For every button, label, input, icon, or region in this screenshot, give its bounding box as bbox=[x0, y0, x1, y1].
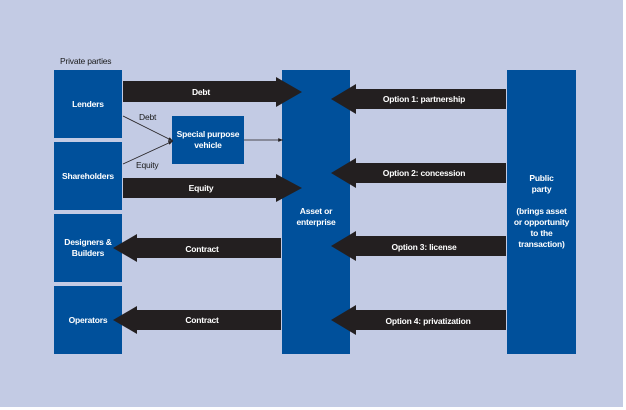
designers-builders-box: Designers & Builders bbox=[54, 214, 122, 282]
spv-equity-line bbox=[122, 140, 174, 165]
equity-arrow bbox=[123, 174, 302, 202]
spv-debt-label: Debt bbox=[139, 112, 157, 122]
option3-arrow-label: Option 3: license bbox=[391, 242, 457, 252]
option4-arrow-label: Option 4: privatization bbox=[385, 316, 470, 326]
lenders-label: Lenders bbox=[72, 98, 104, 109]
public-party-sub-line2: or opportunity bbox=[513, 217, 570, 227]
equity-arrow-label: Equity bbox=[189, 183, 214, 193]
contract-designers-arrow-label: Contract bbox=[185, 244, 219, 254]
designers-builders-label-line2: Builders bbox=[71, 248, 105, 258]
public-party-label-line1: Public bbox=[529, 173, 554, 183]
spv-label-line2: vehicle bbox=[194, 140, 222, 150]
asset-box: Asset or enterprise bbox=[282, 70, 350, 354]
option4-arrow bbox=[331, 305, 506, 335]
asset-label-line1: Asset or bbox=[299, 206, 333, 216]
public-party-sub-line3: to the bbox=[530, 228, 553, 238]
option1-arrow bbox=[331, 84, 506, 114]
public-party-label-line2: party bbox=[531, 184, 552, 194]
contract-operators-arrow-label: Contract bbox=[185, 315, 219, 325]
spv-label-line1: Special purpose bbox=[176, 129, 240, 139]
lenders-box: Lenders bbox=[54, 70, 122, 138]
contract-operators-arrow bbox=[113, 306, 281, 334]
public-party-sub-line1: (brings asset bbox=[516, 206, 567, 216]
asset-label-line2: enterprise bbox=[296, 217, 336, 227]
option3-arrow bbox=[331, 231, 506, 261]
shareholders-label: Shareholders bbox=[62, 170, 114, 181]
debt-arrow-label: Debt bbox=[192, 87, 210, 97]
option1-arrow-label: Option 1: partnership bbox=[383, 94, 465, 104]
option2-arrow bbox=[331, 158, 506, 188]
option2-arrow-label: Option 2: concession bbox=[383, 168, 465, 178]
public-party-box: Public party (brings asset or opportunit… bbox=[507, 70, 576, 354]
debt-arrow bbox=[123, 77, 302, 107]
spv-debt-line bbox=[122, 115, 174, 142]
shareholders-box: Shareholders bbox=[54, 142, 122, 210]
spv-box: Special purpose vehicle bbox=[172, 116, 244, 164]
public-party-sub-line4: transaction) bbox=[518, 239, 565, 249]
operators-box: Operators bbox=[54, 286, 122, 354]
private-parties-label: Private parties bbox=[60, 56, 112, 66]
contract-designers-arrow bbox=[113, 234, 281, 262]
designers-builders-label-line1: Designers & bbox=[64, 237, 112, 247]
operators-label: Operators bbox=[68, 314, 108, 325]
spv-equity-label: Equity bbox=[136, 160, 159, 170]
